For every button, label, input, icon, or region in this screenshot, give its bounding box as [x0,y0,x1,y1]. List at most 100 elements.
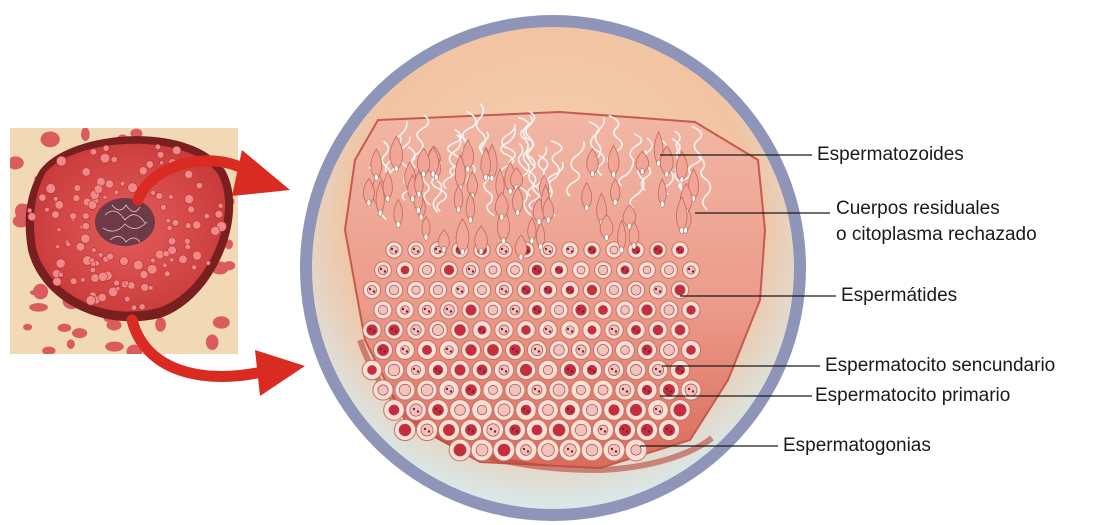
cell-nucleus [499,285,509,295]
cell-nucleus [388,364,400,376]
cell-nucleus [390,246,398,254]
inset-cell [90,267,95,272]
cell-nucleus [621,346,630,355]
label-espermatocito-secundario: Espermatocito sencundario [825,354,1055,378]
cell-nucleus [565,405,575,415]
cell-nucleus [630,404,641,415]
chromatin-dot [692,270,694,272]
cell-nucleus [598,425,608,435]
sperm-head [516,209,520,215]
inset-cell [94,185,103,194]
cell-nucleus [652,364,663,375]
inset-cell [27,208,32,213]
chromatin-dot [571,450,573,452]
chromatin-dot [578,308,580,310]
inset-cell [111,156,117,162]
cell-nucleus [566,286,574,294]
inset-tissue-blob [72,328,87,338]
inset-cell [98,253,103,258]
inset-cell [105,180,113,188]
cell-nucleus [401,266,409,274]
cell-nucleus [576,385,586,395]
sperm-head [680,177,684,183]
inset-cell [166,218,171,223]
cell-nucleus [642,345,652,355]
cell-nucleus [499,365,509,375]
chromatin-dot [567,408,569,410]
cell-nucleus [576,345,586,355]
cell-nucleus [377,344,388,355]
inset-cell [114,280,120,286]
chromatin-dot [582,310,584,312]
chromatin-dot [369,328,371,330]
cell-nucleus [641,424,653,436]
cell-nucleus [685,384,697,396]
cell-nucleus [643,266,651,274]
chromatin-dot [450,390,452,392]
chromatin-dot [468,428,470,430]
inset-cell [215,210,223,218]
inset-cell [185,170,193,178]
cell-nucleus [664,345,675,356]
chromatin-dot [571,410,573,412]
inset-cell [81,234,90,243]
inset-cell [192,265,197,270]
cell-nucleus [520,364,531,375]
cell-nucleus [576,305,587,316]
chromatin-dot [446,388,448,390]
inset-cell [139,167,147,175]
cell-nucleus [401,306,409,314]
inset-tissue-blob [81,128,90,141]
chromatin-dot [450,350,452,352]
cell-nucleus [411,325,421,335]
cell-nucleus [466,425,477,436]
cell-nucleus [610,246,618,254]
chromatin-dot [593,370,595,372]
cell-nucleus [378,305,387,314]
inset-cell [128,183,138,193]
cell-nucleus [411,365,420,374]
chromatin-dot [479,368,481,370]
chromatin-dot [626,430,628,432]
cell-nucleus [378,385,388,395]
inset-cell [56,156,66,166]
inset-cell [193,251,202,260]
chromatin-dot [413,248,415,250]
cell-nucleus [687,306,696,315]
cell-nucleus [399,424,411,436]
cell-nucleus [588,246,596,254]
chromatin-dot [402,348,404,350]
cell-nucleus [389,405,399,415]
sperm-head [530,237,534,243]
chromatin-dot [670,430,672,432]
cell-nucleus [663,424,674,435]
chromatin-dot [549,250,551,252]
inset-cell [204,213,209,218]
chromatin-dot [501,328,503,330]
cell-nucleus [433,285,442,294]
inset-cell [141,283,149,291]
chromatin-dot [622,428,624,430]
cell-nucleus [586,444,598,456]
inset-cell [161,204,167,210]
cell-nucleus [521,285,530,294]
chromatin-dot [446,348,448,350]
sperm-head [660,201,664,207]
cell-nucleus [630,364,641,375]
sperm-head [461,249,465,255]
chromatin-dot [560,270,562,272]
inset-cell [73,195,80,202]
inset-cell [70,278,77,285]
inset-cell [160,161,164,165]
inset-tissue-blob [206,335,219,350]
chromatin-dot [644,428,646,430]
inset-cell [151,191,156,196]
cell-nucleus [521,405,531,415]
chromatin-dot [556,268,558,270]
cell-nucleus [631,445,641,455]
inset-cell [184,238,190,244]
chromatin-dot [659,290,661,292]
inset-cell [53,197,58,202]
inset-cell [185,223,191,229]
inset-cell [185,194,194,203]
